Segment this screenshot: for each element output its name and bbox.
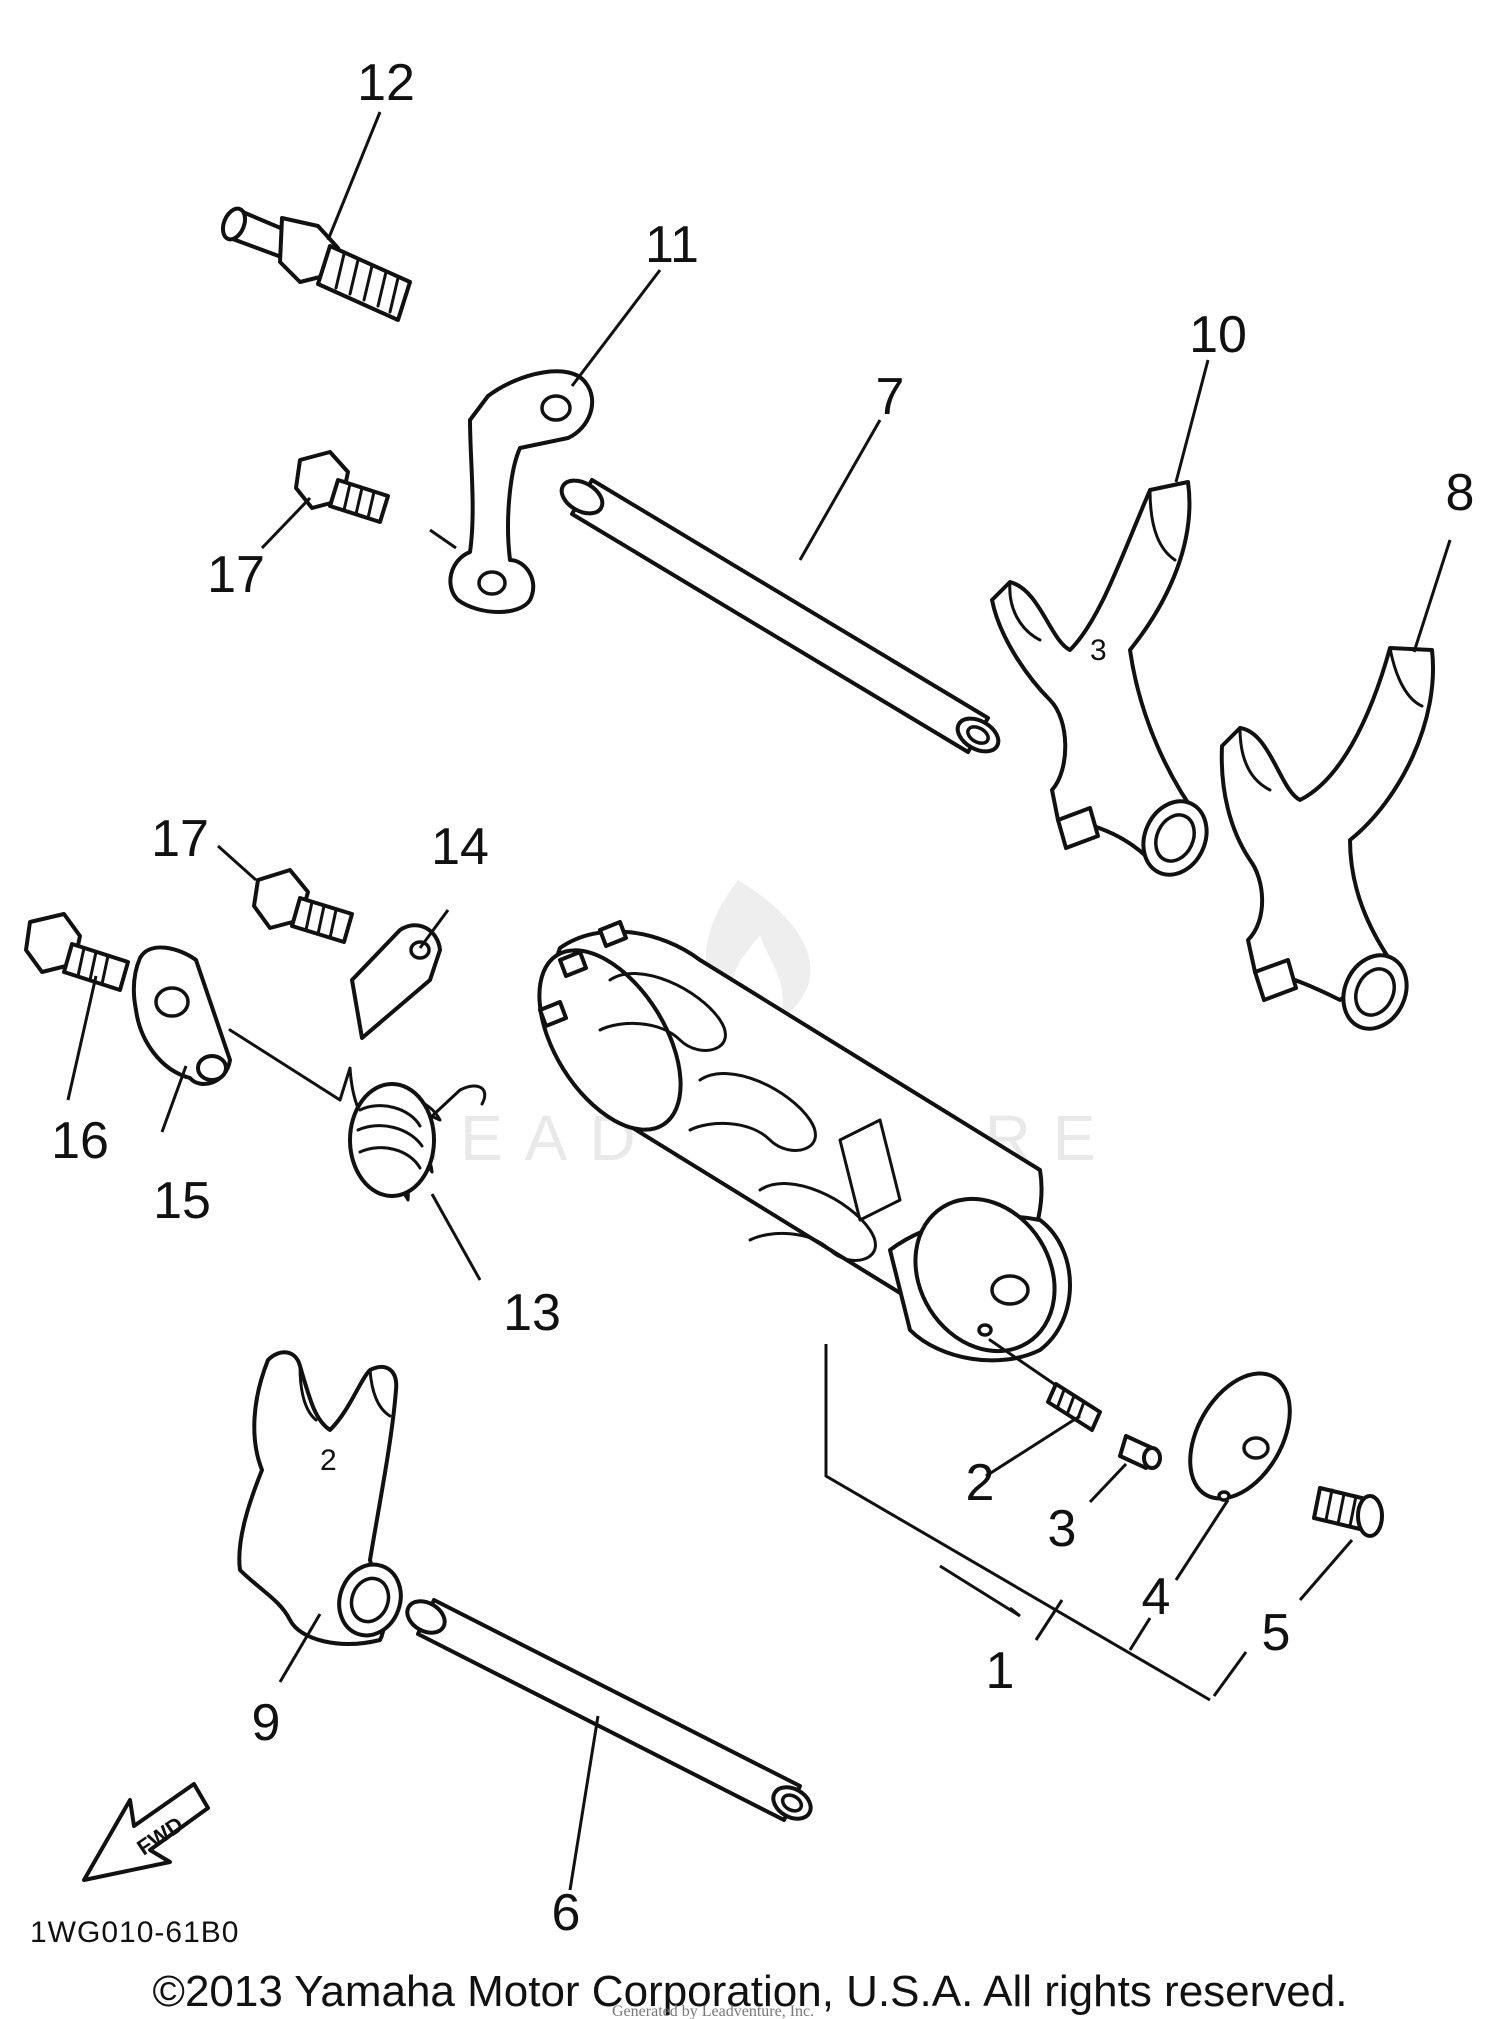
leader-lines (66, 111, 1452, 1891)
part-12-stud-bolt (220, 206, 412, 322)
callout-17-top: 17 (207, 546, 265, 604)
part-5-screw (1312, 1486, 1384, 1538)
forward-arrow-icon: FWD (82, 1782, 210, 1882)
part-4-washer-plate (1188, 1371, 1292, 1502)
part-10-shift-fork: 3 (990, 480, 1209, 877)
callout-7: 7 (876, 368, 905, 426)
callout-6: 6 (552, 1884, 581, 1942)
callout-4: 4 (1142, 1568, 1171, 1626)
diagram-code: 1WG010-61B0 (30, 1916, 239, 1949)
part-13-spring (228, 1028, 487, 1202)
part-15-segment (131, 945, 232, 1086)
callout-16: 16 (51, 1112, 109, 1170)
callout-2: 2 (966, 1454, 995, 1512)
callout-12: 12 (357, 54, 415, 112)
callout-13: 13 (503, 1284, 561, 1342)
callout-15: 15 (153, 1172, 211, 1230)
svg-text:2: 2 (320, 1444, 338, 1477)
callout-8: 8 (1446, 464, 1475, 522)
part-11-stopper-plate (448, 369, 595, 614)
part-8-shift-fork (1219, 646, 1435, 1031)
callout-1: 1 (986, 1642, 1015, 1700)
callouts: 12 11 7 10 8 17 17 14 16 15 13 2 3 4 5 1… (51, 54, 1474, 1942)
callout-17-middle: 17 (151, 810, 209, 868)
callout-5: 5 (1262, 1604, 1291, 1662)
part-2-pin (988, 1338, 1102, 1432)
part-17-bolt-middle (252, 868, 354, 944)
svg-text:3: 3 (1090, 634, 1108, 667)
part-3-dowel (1118, 1434, 1162, 1470)
part-7-guide-bar (559, 478, 1001, 754)
part-6-guide-bar (405, 1598, 813, 1822)
part-1-shift-drum (537, 920, 1072, 1363)
callout-11: 11 (645, 216, 699, 274)
part-17-bolt-top (294, 450, 390, 524)
callout-9: 9 (252, 1694, 281, 1752)
part-14-stopper-plate (350, 923, 442, 1040)
part-9-shift-fork: 2 (237, 1350, 403, 1646)
part-16-bolt (24, 912, 130, 992)
fine-print: Generated by Leadventure, Inc. (612, 2003, 814, 2019)
callout-3: 3 (1048, 1500, 1077, 1558)
copyright-notice: ©2013 Yamaha Motor Corporation, U.S.A. A… (153, 1967, 1348, 2016)
callout-10: 10 (1189, 306, 1247, 364)
callout-14: 14 (431, 818, 489, 876)
